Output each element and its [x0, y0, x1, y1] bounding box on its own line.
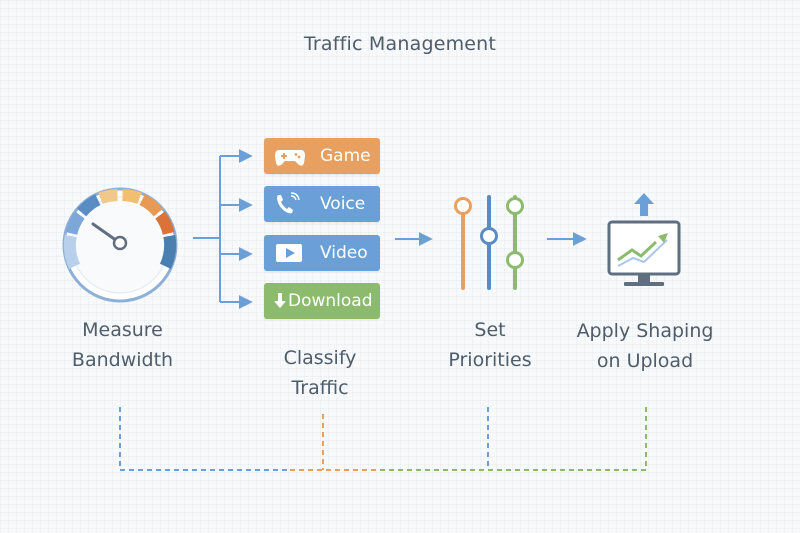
- download-arrow-icon: [274, 293, 286, 308]
- traffic-chip-label: Game: [320, 146, 371, 166]
- step-set-priorities: Set Priorities: [448, 319, 532, 371]
- step-classify-traffic: Classify Traffic: [283, 347, 357, 399]
- gamepad-icon: [275, 150, 305, 166]
- traffic-chip-label: Video: [320, 243, 368, 263]
- play-icon: [276, 244, 302, 262]
- traffic-chip-game: Game: [264, 138, 380, 174]
- diagram-title: Traffic Management: [303, 33, 497, 55]
- traffic-chip-label: Voice: [320, 194, 366, 214]
- traffic-chip-label: Download: [288, 291, 373, 311]
- traffic-chip-voice: Voice: [264, 186, 380, 222]
- step-measure-bandwidth: Measure Bandwidth: [71, 319, 174, 371]
- traffic-chip-video: Video: [264, 235, 380, 271]
- traffic-chip-download: Download: [264, 283, 380, 319]
- phone-icon: [277, 192, 300, 214]
- step-apply-shaping: Apply Shaping on Upload: [576, 320, 714, 372]
